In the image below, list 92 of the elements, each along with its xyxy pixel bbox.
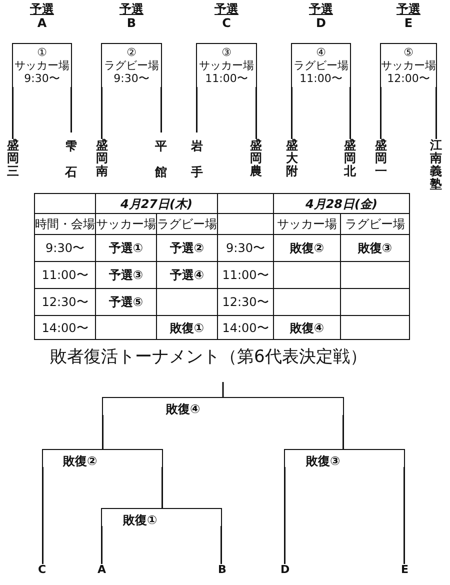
section-title: 敗者復活トーナメント（第6代表決定戦） <box>50 347 367 367</box>
match-entry: 敗復② <box>290 241 324 255</box>
match-entry: 予選④ <box>170 268 204 282</box>
team-name: 盛岡北 <box>343 139 357 178</box>
bracket-line <box>101 87 102 139</box>
time-label: 12:30〜 <box>42 295 88 309</box>
bracket-line <box>380 87 382 139</box>
match-label: 敗復③ <box>306 454 340 468</box>
team-name: 盛岡南 <box>95 139 109 178</box>
group-letter: C <box>38 564 46 576</box>
bracket-line <box>436 87 437 139</box>
match-number: ④ <box>316 46 326 59</box>
bracket-line <box>404 467 405 564</box>
venue-label: サッカー場 <box>381 59 436 72</box>
bracket <box>284 449 405 467</box>
column-header: ラグビー場 <box>158 217 216 231</box>
team-name: 平館 <box>154 132 168 184</box>
bracket-line <box>160 87 162 132</box>
group-letter: A <box>37 16 47 30</box>
group-letter: D <box>280 564 290 576</box>
group-letter: E <box>401 564 409 576</box>
round-heading: 予選 <box>309 2 333 16</box>
start-time: 11:00〜 <box>205 72 248 85</box>
team-name: 盛岡一 <box>374 139 388 178</box>
date-header: 4月28日(金) <box>305 196 378 210</box>
bracket-line <box>291 87 292 139</box>
time-label: 14:00〜 <box>222 320 269 334</box>
start-time: 9:30〜 <box>114 72 150 85</box>
round-heading: 予選 <box>120 2 144 16</box>
match-number: ③ <box>222 46 232 59</box>
column-header: 時間・会場 <box>36 217 94 231</box>
group-letter: B <box>126 16 136 30</box>
bracket-line <box>256 87 257 139</box>
bracket-line <box>342 415 344 449</box>
date-header: 4月27日(木) <box>120 196 193 210</box>
match-entry: 予選① <box>108 241 144 255</box>
round-heading: 予選 <box>30 2 54 16</box>
bracket-line <box>220 526 222 564</box>
group-letter: E <box>404 16 413 30</box>
bracket-line <box>42 467 44 564</box>
bracket-line <box>70 87 72 132</box>
column-header: ラグビー場 <box>345 217 405 231</box>
team-name: 盛岡農 <box>249 139 263 178</box>
start-time: 9:30〜 <box>24 72 60 85</box>
bracket-line <box>101 526 102 564</box>
time-label: 11:00〜 <box>222 268 269 282</box>
bracket <box>102 397 344 415</box>
venue-label: ラグビー場 <box>104 59 159 72</box>
time-label: 14:00〜 <box>42 320 88 334</box>
time-label: 9:30〜 <box>226 241 265 255</box>
round-heading: 予選 <box>396 2 420 16</box>
match-entry: 敗復③ <box>358 241 392 255</box>
match-number: ① <box>37 46 47 59</box>
bracket-line <box>222 382 224 397</box>
group-letter: C <box>222 16 231 30</box>
match-label: 敗復① <box>123 513 158 527</box>
column-header: サッカー場 <box>277 217 337 231</box>
match-number: ⑤ <box>404 46 414 59</box>
time-label: 11:00〜 <box>42 268 88 282</box>
match-entry: 敗復① <box>170 320 204 334</box>
group-letter: B <box>218 564 226 576</box>
team-name: 盛大附 <box>285 139 299 178</box>
match-entry: 予選⑤ <box>108 295 144 309</box>
bracket-line <box>284 467 286 564</box>
venue-label: サッカー場 <box>199 59 254 72</box>
group-letter: D <box>316 16 326 30</box>
match-label: 敗復② <box>63 454 98 468</box>
group-letter: A <box>98 564 106 576</box>
match-number: ② <box>126 46 136 59</box>
team-name: 江南義塾 <box>429 139 443 191</box>
column-header: サッカー場 <box>96 217 156 231</box>
team-name: 盛岡三 <box>6 139 20 178</box>
time-label: 12:30〜 <box>222 295 269 309</box>
team-name: 岩手 <box>190 132 204 184</box>
start-time: 12:00〜 <box>387 72 430 85</box>
bracket <box>101 508 222 526</box>
start-time: 11:00〜 <box>300 72 342 85</box>
bracket <box>42 449 163 467</box>
bracket-line <box>12 87 14 139</box>
match-entry: 敗復④ <box>290 320 324 334</box>
team-name: 雫石 <box>64 132 78 184</box>
match-entry: 予選② <box>170 241 204 255</box>
bracket-line <box>350 87 351 139</box>
round-heading: 予選 <box>214 2 238 16</box>
bracket-line <box>102 415 104 449</box>
match-label: 敗復④ <box>166 402 200 416</box>
bracket-line <box>162 467 163 508</box>
bracket-line <box>196 87 198 132</box>
venue-label: サッカー場 <box>14 59 70 72</box>
time-label: 9:30〜 <box>46 241 84 255</box>
venue-label: ラグビー場 <box>294 59 348 72</box>
match-entry: 予選③ <box>108 268 144 282</box>
